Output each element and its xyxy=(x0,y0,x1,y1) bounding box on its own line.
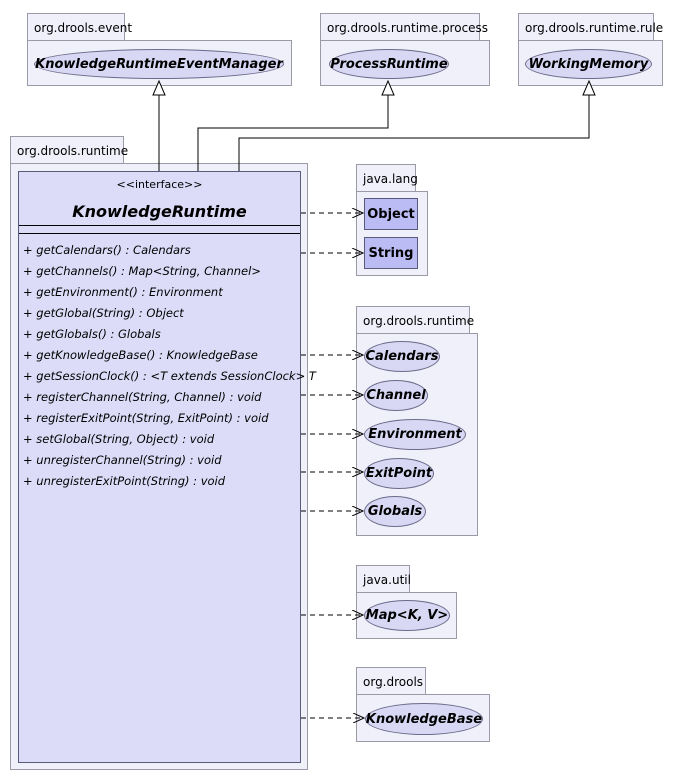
package-runtime-right: Calendars Channel Environment ExitPoint … xyxy=(356,333,478,536)
method-item: + getGlobals() : Globals xyxy=(23,327,161,341)
interface-working-memory[interactable]: WorkingMemory xyxy=(525,49,652,79)
method-item: + getCalendars() : Calendars xyxy=(23,243,191,257)
separator-bottom xyxy=(19,233,300,234)
interface-environment[interactable]: Environment xyxy=(364,419,466,450)
package-event: KnowledgeRuntimeEventManager xyxy=(27,40,292,86)
method-list: + getCalendars() : Calendars + getChanne… xyxy=(23,242,316,494)
interface-map[interactable]: Map<K, V> xyxy=(364,600,450,631)
inherit-triangle-working-memory xyxy=(582,79,596,96)
interface-globals[interactable]: Globals xyxy=(364,496,426,527)
method-item: + getSessionClock() : <T extends Session… xyxy=(23,369,316,383)
class-string[interactable]: String xyxy=(364,237,418,269)
generalization-edges xyxy=(152,79,596,171)
interface-knowledge-runtime-event-manager[interactable]: KnowledgeRuntimeEventManager xyxy=(34,49,284,79)
package-java-util: Map<K, V> xyxy=(356,592,457,639)
package-java-lang: Object String xyxy=(356,191,428,276)
package-tab-process: org.drools.runtime.process xyxy=(320,13,488,41)
interface-exit-point[interactable]: ExitPoint xyxy=(364,458,434,489)
inherit-triangle-process-runtime xyxy=(381,79,395,96)
package-tab-runtime-right: org.drools.runtime xyxy=(356,306,474,334)
package-tab-java-util: java.util xyxy=(356,565,411,593)
interface-calendars[interactable]: Calendars xyxy=(364,341,440,372)
inherit-edge-process-runtime xyxy=(197,95,389,171)
package-tab-runtime: org.drools.runtime xyxy=(10,136,128,164)
package-drools: KnowledgeBase xyxy=(356,694,490,742)
method-item: + unregisterChannel(String) : void xyxy=(23,453,222,467)
class-title: KnowledgeRuntime xyxy=(72,202,247,221)
package-tab-rule: org.drools.runtime.rule xyxy=(518,13,663,41)
class-object[interactable]: Object xyxy=(364,198,418,230)
package-tab-event: org.drools.event xyxy=(27,13,132,41)
inherit-triangle-event-manager xyxy=(152,79,166,96)
method-item: + setGlobal(String, Object) : void xyxy=(23,432,215,446)
method-item: + getEnvironment() : Environment xyxy=(23,285,223,299)
method-item: + getChannels() : Map<String, Channel> xyxy=(23,264,261,278)
dependency-edges xyxy=(301,213,364,718)
stereotype-label: <<interface>> xyxy=(116,178,203,191)
method-item: + unregisterExitPoint(String) : void xyxy=(23,474,226,488)
inherit-edge-working-memory xyxy=(238,95,590,171)
interface-process-runtime[interactable]: ProcessRuntime xyxy=(329,49,449,79)
method-item: + getGlobal(String) : Object xyxy=(23,306,184,320)
interface-knowledge-base[interactable]: KnowledgeBase xyxy=(365,703,483,735)
interface-channel[interactable]: Channel xyxy=(364,380,428,411)
class-knowledge-runtime[interactable]: <<interface>> KnowledgeRuntime + getCale… xyxy=(18,171,316,763)
separator-top xyxy=(19,225,300,226)
method-item: + registerExitPoint(String, ExitPoint) :… xyxy=(23,411,269,425)
package-rule: WorkingMemory xyxy=(518,40,663,86)
package-tab-drools: org.drools xyxy=(356,667,426,695)
package-tab-java-lang: java.lang xyxy=(356,164,418,192)
method-item: + getKnowledgeBase() : KnowledgeBase xyxy=(23,348,258,362)
method-item: + registerChannel(String, Channel) : voi… xyxy=(23,390,262,404)
package-process: ProcessRuntime xyxy=(320,40,490,86)
